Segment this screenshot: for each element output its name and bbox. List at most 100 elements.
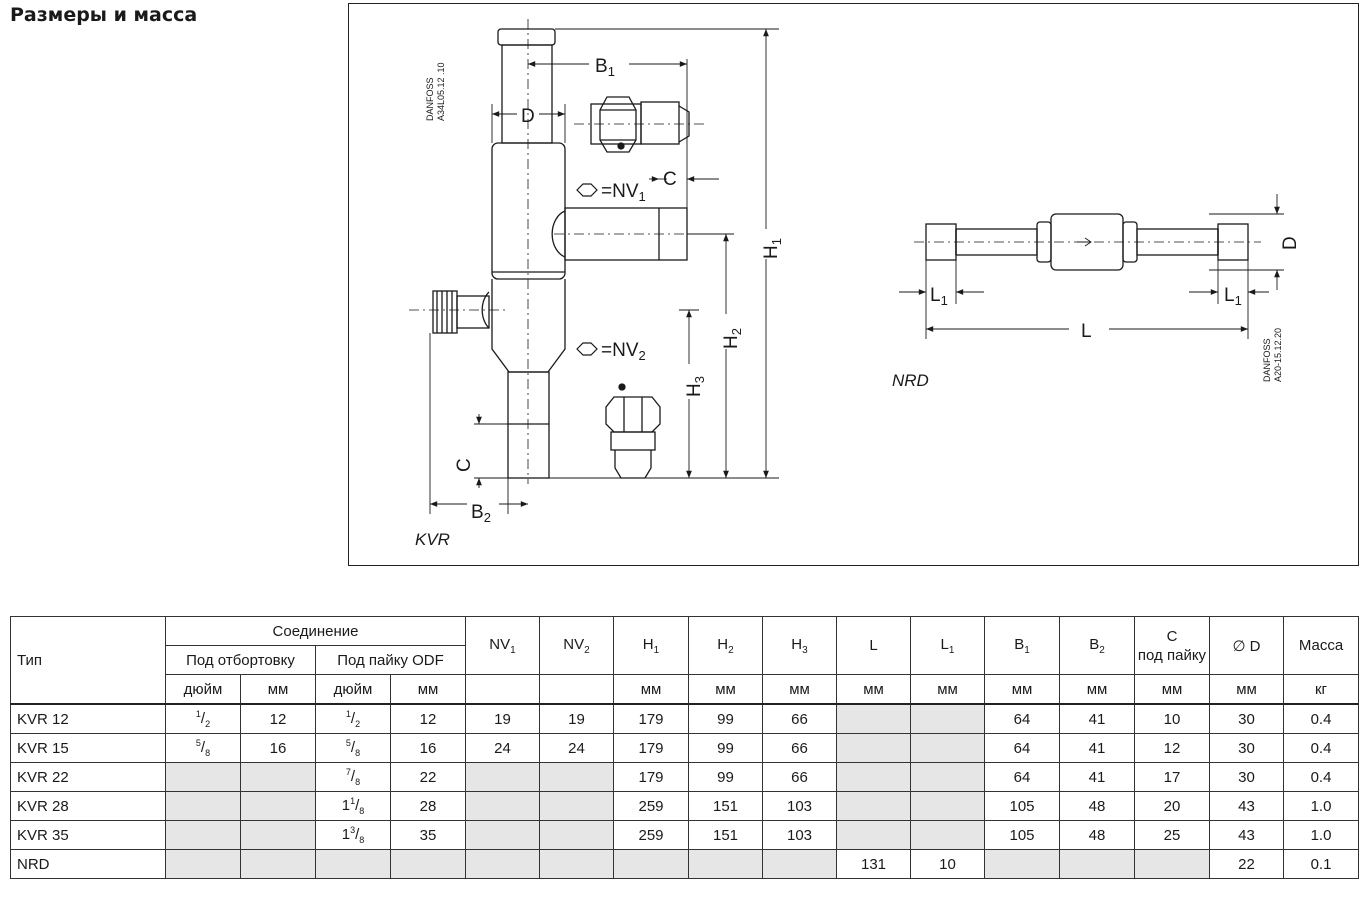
cell-l1: 10: [910, 849, 985, 879]
dim-d-label: D: [521, 106, 535, 127]
cell-h1: 259: [613, 820, 689, 850]
page-title: Размеры и масса: [10, 4, 198, 26]
cell-h1: 179: [613, 703, 689, 734]
cell-flare-inch: 1/2: [165, 703, 241, 734]
kvr-labels: B1 D C C B2 H1 H2 H3 KVR DANFOSS A34L05.…: [415, 56, 784, 549]
cell-b1: [984, 849, 1060, 879]
cell-nv1: 24: [465, 733, 540, 763]
col-h1: H1: [613, 616, 689, 675]
cell-h3: 103: [762, 820, 837, 850]
cell-mass: 1.0: [1283, 791, 1359, 821]
cell-mass: 0.4: [1283, 733, 1359, 763]
col-l: L: [836, 616, 911, 675]
nrd-drawing-code-1: DANFOSS: [1262, 338, 1272, 382]
cell-solder-mm: 16: [390, 733, 466, 763]
unit-mm: мм: [390, 674, 466, 705]
unit-mm: мм: [762, 674, 837, 705]
cell-h3: 66: [762, 733, 837, 763]
unit-mm: мм: [1059, 674, 1135, 705]
dim-l1-left-label: L1: [930, 285, 948, 308]
cell-nv2: [539, 791, 614, 821]
cell-l1: [910, 703, 985, 734]
cell-flare-mm: [240, 762, 316, 792]
col-h3: H3: [762, 616, 837, 675]
col-mass: Масса: [1283, 616, 1359, 675]
cell-solder-mm: 12: [390, 703, 466, 734]
col-l1: L1: [910, 616, 985, 675]
cell-l: [836, 820, 911, 850]
cell-nv1: [465, 762, 540, 792]
cell-d: 30: [1209, 733, 1284, 763]
nrd-labels: L1 L1 L D NRD DANFOSS A20-15.12.20: [892, 236, 1301, 390]
cell-c: 25: [1134, 820, 1210, 850]
unit-inch: дюйм: [315, 674, 391, 705]
cell-flare-mm: [240, 791, 316, 821]
nv1-legend: =NV1: [576, 181, 646, 204]
cell-l: [836, 733, 911, 763]
nv2-label: =NV2: [601, 340, 646, 363]
cell-nv2: [539, 762, 614, 792]
col-type: Тип: [10, 616, 166, 705]
cell-mass: 0.4: [1283, 703, 1359, 734]
cell-flare-mm: [240, 849, 316, 879]
unit-inch: дюйм: [165, 674, 241, 705]
col-nv1: NV1: [465, 616, 540, 675]
col-h2: H2: [688, 616, 763, 675]
cell-h2: [688, 849, 763, 879]
cell-flare-mm: 16: [240, 733, 316, 763]
cell-l: 131: [836, 849, 911, 879]
cell-type: KVR 15: [10, 733, 166, 763]
cell-solder-inch: 1/2: [315, 703, 391, 734]
dim-h1-label: H1: [761, 238, 784, 259]
unit-mm: мм: [984, 674, 1060, 705]
cell-h2: 99: [688, 762, 763, 792]
cell-solder-mm: 22: [390, 762, 466, 792]
cell-b1: 105: [984, 820, 1060, 850]
unit-mm: мм: [240, 674, 316, 705]
cell-h2: 151: [688, 791, 763, 821]
nrd-caption: NRD: [892, 371, 929, 390]
cell-h2: 151: [688, 820, 763, 850]
cell-d: 43: [1209, 820, 1284, 850]
cell-h1: [613, 849, 689, 879]
kvr-caption: KVR: [415, 530, 450, 549]
cell-solder-mm: [390, 849, 466, 879]
cell-l1: [910, 733, 985, 763]
unit-mm: мм: [613, 674, 689, 705]
cell-nv1: [465, 849, 540, 879]
cell-d: 30: [1209, 703, 1284, 734]
cell-b2: 41: [1059, 733, 1135, 763]
dim-l1-right-label: L1: [1224, 285, 1242, 308]
cell-d: 43: [1209, 791, 1284, 821]
col-flare: Под отбортовку: [165, 645, 316, 675]
cell-solder-mm: 28: [390, 791, 466, 821]
dimension-drawing: B1 D C C B2 H1 H2 H3 KVR DANFOSS A34L05.…: [348, 3, 1359, 566]
cell-b1: 64: [984, 733, 1060, 763]
kvr-drawing-code-1: DANFOSS: [425, 77, 435, 121]
cell-h3: 103: [762, 791, 837, 821]
cell-d: 22: [1209, 849, 1284, 879]
cell-nv2: [539, 849, 614, 879]
nrd-dimensions: [899, 194, 1284, 339]
cell-b2: [1059, 849, 1135, 879]
unit-blank: [465, 674, 540, 705]
dim-b1-label: B1: [595, 56, 615, 79]
cell-c: 17: [1134, 762, 1210, 792]
dim-h3-label: H3: [684, 376, 707, 397]
cell-h1: 179: [613, 762, 689, 792]
hex-icon: [576, 183, 598, 197]
cell-type: NRD: [10, 849, 166, 879]
unit-mm: мм: [910, 674, 985, 705]
cell-h3: 66: [762, 703, 837, 734]
cell-nv1: 19: [465, 703, 540, 734]
unit-mm: мм: [1134, 674, 1210, 705]
cell-nv2: [539, 820, 614, 850]
nv1-fitting: [590, 96, 690, 153]
kvr-valve-body: [432, 28, 688, 479]
col-b2: B2: [1059, 616, 1135, 675]
dim-h2-label: H2: [721, 328, 744, 349]
cell-h3: 66: [762, 762, 837, 792]
kvr-centerlines: [409, 19, 727, 484]
